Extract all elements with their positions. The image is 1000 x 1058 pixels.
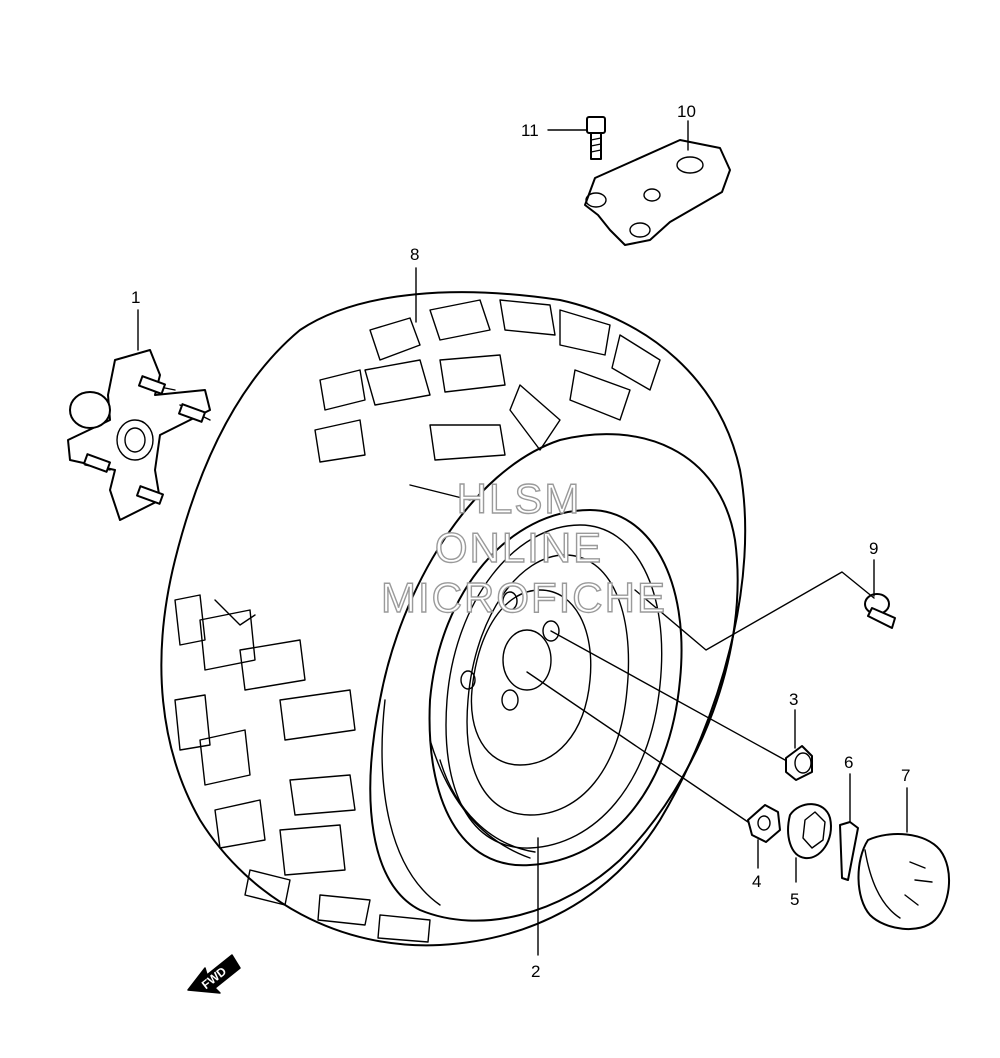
callout-1: 1 [131, 288, 140, 307]
bracket [584, 139, 731, 246]
bolt [586, 116, 606, 160]
leader-lines [137, 120, 908, 956]
callout-5: 5 [790, 890, 799, 909]
callout-4: 4 [752, 872, 761, 891]
callout-2: 2 [531, 962, 540, 981]
callout-6: 6 [844, 753, 853, 772]
castle-nut [787, 803, 832, 860]
callout-10: 10 [677, 102, 696, 121]
callout-3: 3 [789, 690, 798, 709]
callout-8: 8 [410, 245, 419, 264]
watermark-line-3: MICROFICHE [381, 574, 667, 621]
lock-washer [747, 804, 781, 843]
valve-stem [864, 593, 896, 629]
callout-11: 11 [521, 121, 539, 140]
watermark: HLSM ONLINE MICROFICHE [380, 474, 667, 621]
watermark-line-2: ONLINE [435, 524, 603, 571]
wheel-nut [785, 745, 813, 781]
hub-cap [857, 833, 951, 931]
callout-7: 7 [901, 766, 910, 785]
wheel-rim [428, 509, 683, 867]
fwd-arrow-icon: FWD [187, 954, 241, 994]
cotter-pin [839, 821, 859, 881]
wheel-hub [67, 349, 211, 521]
callout-9: 9 [869, 539, 878, 558]
watermark-line-1: HLSM [457, 475, 582, 522]
